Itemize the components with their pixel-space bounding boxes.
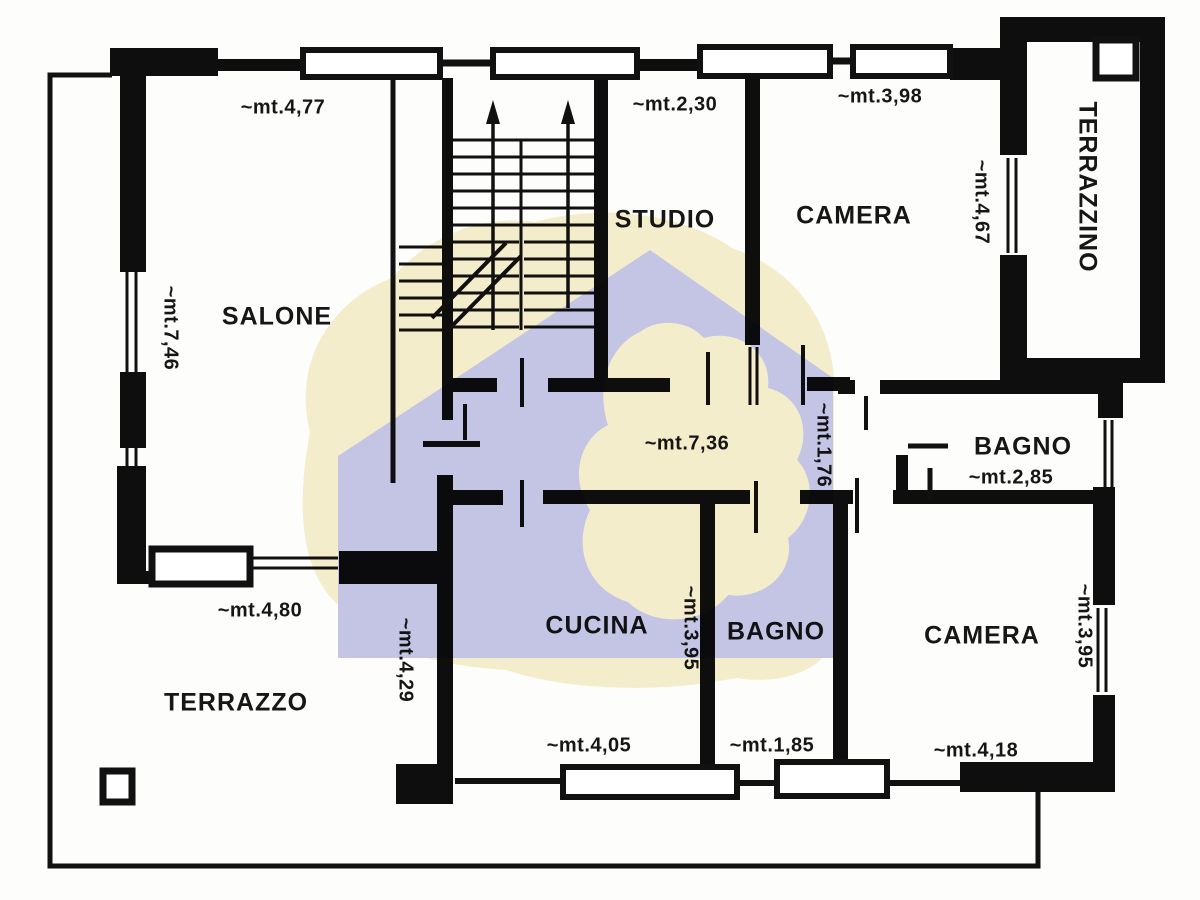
measure-cucina-height: ~mt.3,95 [679,585,702,671]
measure-bagno-top-width: ~mt.2,85 [968,466,1054,489]
stairs [399,138,594,333]
measure-bagno-bottom-width: ~mt.1,85 [729,734,815,757]
measure-camera-bottom-width: ~mt.4,18 [933,739,1019,762]
measure-terrazzo-width: ~mt.4,80 [217,599,303,622]
measure-studio-width: ~mt.2,30 [632,93,718,116]
terrace-pillar [99,767,136,806]
measure-camera-top-height: ~mt.4,67 [970,159,993,245]
windows [148,36,1140,800]
measure-camera-bottom-height: ~mt.3,95 [1073,583,1096,669]
openings [125,57,1114,786]
room-label-studio: STUDIO [614,205,716,234]
measure-bagno-top-door: ~mt.1,76 [812,402,835,488]
measure-cucina-side: ~mt.4,29 [394,617,417,703]
room-label-camera-bottom: CAMERA [924,621,1040,650]
measure-camera-top-width: ~mt.3,98 [837,85,923,108]
room-label-cucina: CUCINA [545,611,649,640]
room-label-salone: SALONE [221,302,333,331]
room-label-bagno-top: BAGNO [973,432,1073,461]
room-label-bagno-bottom: BAGNO [726,617,826,646]
measure-hall-width: ~mt.7,36 [644,432,730,455]
measure-salone-height: ~mt.7,46 [159,285,182,371]
terrace-boundary [47,72,1041,869]
walls [110,17,1165,804]
measure-cucina-width: ~mt.4,05 [546,734,632,757]
measure-salone-width: ~mt.4,77 [240,96,326,119]
stairs-up-arrow-icon [486,100,575,330]
room-label-terrazzo: TERRAZZO [163,688,309,717]
room-label-terrazzino: TERRAZZINO [1073,101,1102,273]
room-label-camera-top: CAMERA [796,201,912,230]
